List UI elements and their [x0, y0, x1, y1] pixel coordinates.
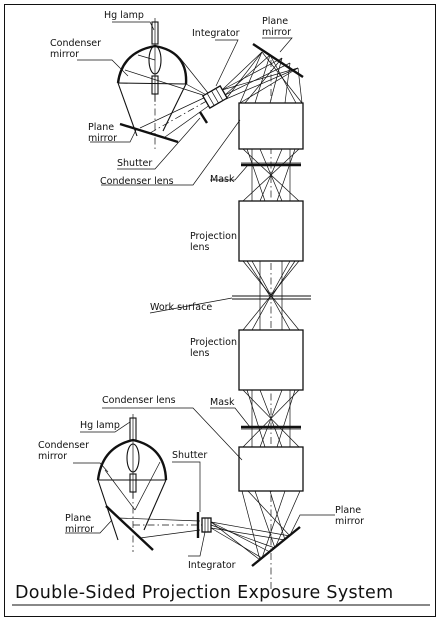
- label-shutter-bottom: Shutter: [172, 450, 207, 461]
- bottom-lamp-assembly: [96, 414, 301, 567]
- label-condenser-mirror-top: Condenser mirror: [50, 38, 104, 60]
- bottom-plane-mirror-left: [105, 505, 154, 551]
- labels: Hg lamp Condenser mirror Integrator Plan…: [38, 10, 364, 571]
- bottom-plane-mirror-right: [251, 526, 301, 567]
- top-plane-mirror-left: [119, 122, 179, 144]
- label-plane-mirror-top-left: Plane mirror: [88, 122, 117, 144]
- label-mask-top: Mask: [210, 174, 235, 185]
- top-integrator: [201, 85, 229, 109]
- top-plane-mirror-right: [252, 42, 304, 79]
- upper-projection-lens: [238, 200, 304, 262]
- label-hg-lamp-bottom: Hg lamp: [80, 420, 120, 431]
- label-condenser-lens-bottom: Condenser lens: [102, 395, 176, 406]
- top-shutter: [198, 111, 209, 124]
- optical-column: [232, 60, 311, 590]
- label-projection-lens-lower: Projection lens: [190, 337, 240, 359]
- label-projection-lens-upper: Projection lens: [190, 231, 240, 253]
- leader-lines: [65, 21, 335, 557]
- label-mask-bottom: Mask: [210, 397, 235, 408]
- bottom-integrator: [201, 517, 212, 533]
- label-plane-mirror-top-right: Plane mirror: [262, 16, 291, 38]
- diagram-title: Double-Sided Projection Exposure System: [15, 583, 393, 603]
- label-work-surface: Work surface: [150, 302, 212, 313]
- top-lamp-assembly: [116, 18, 304, 150]
- drawing-frame: [4, 4, 436, 617]
- label-integrator-bottom: Integrator: [188, 560, 236, 571]
- label-plane-mirror-bottom-left: Plane mirror: [65, 513, 94, 535]
- bottom-hg-lamp: [126, 414, 140, 498]
- lower-projection-lens: [238, 329, 304, 391]
- bottom-condenser-lens: [238, 446, 304, 492]
- top-condenser-lens: [238, 102, 304, 150]
- label-condenser-mirror-bottom: Condenser mirror: [38, 440, 92, 462]
- label-hg-lamp-top: Hg lamp: [104, 10, 144, 21]
- label-plane-mirror-bottom-right: Plane mirror: [335, 505, 364, 527]
- label-shutter-top: Shutter: [117, 158, 152, 169]
- label-integrator-top: Integrator: [192, 28, 240, 39]
- label-condenser-lens-top: Condenser lens: [100, 176, 174, 187]
